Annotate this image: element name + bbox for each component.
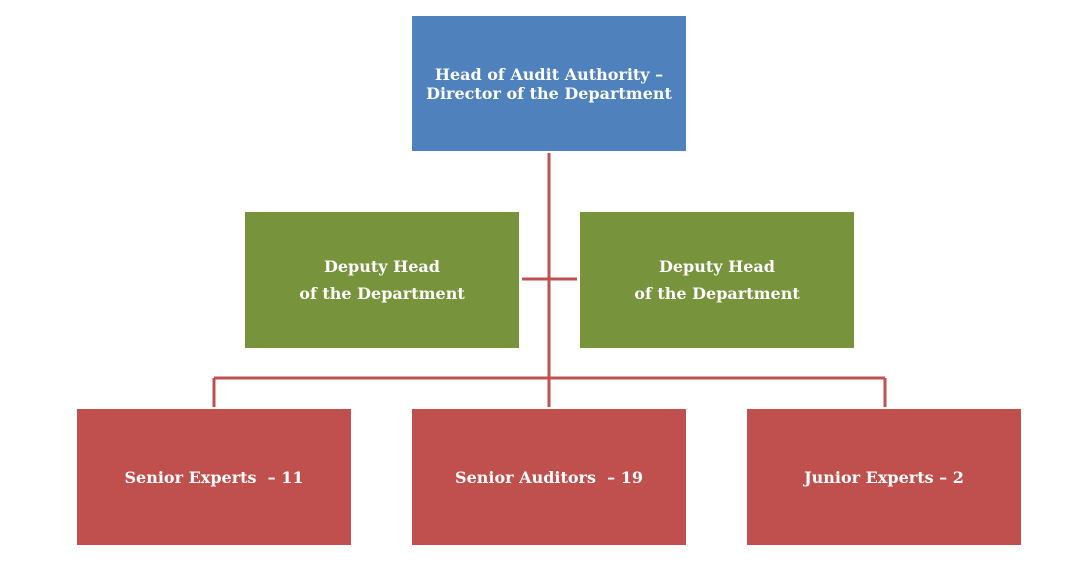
deputy-head-box-right: Deputy Head of the Department [580, 212, 854, 348]
deputy-right-line2: of the Department [634, 284, 800, 303]
senior-auditors-box: Senior Auditors – 19 [412, 409, 686, 545]
head-title-line2: Director of the Department [426, 83, 672, 103]
deputy-left-line2: of the Department [299, 284, 465, 303]
deputy-head-box-left: Deputy Head of the Department [245, 212, 519, 348]
senior-experts-label: Senior Experts – 11 [124, 467, 304, 487]
senior-auditors-label: Senior Auditors – 19 [455, 467, 643, 487]
junior-experts-label: Junior Experts – 2 [804, 467, 964, 487]
deputy-right-line1: Deputy Head [659, 257, 775, 276]
junior-experts-box: Junior Experts – 2 [747, 409, 1021, 545]
head-of-audit-authority-box: Head of Audit Authority – Director of th… [412, 16, 686, 151]
head-title-line1: Head of Audit Authority – [434, 64, 664, 84]
senior-experts-box: Senior Experts – 11 [77, 409, 351, 545]
deputy-left-line1: Deputy Head [324, 257, 440, 276]
